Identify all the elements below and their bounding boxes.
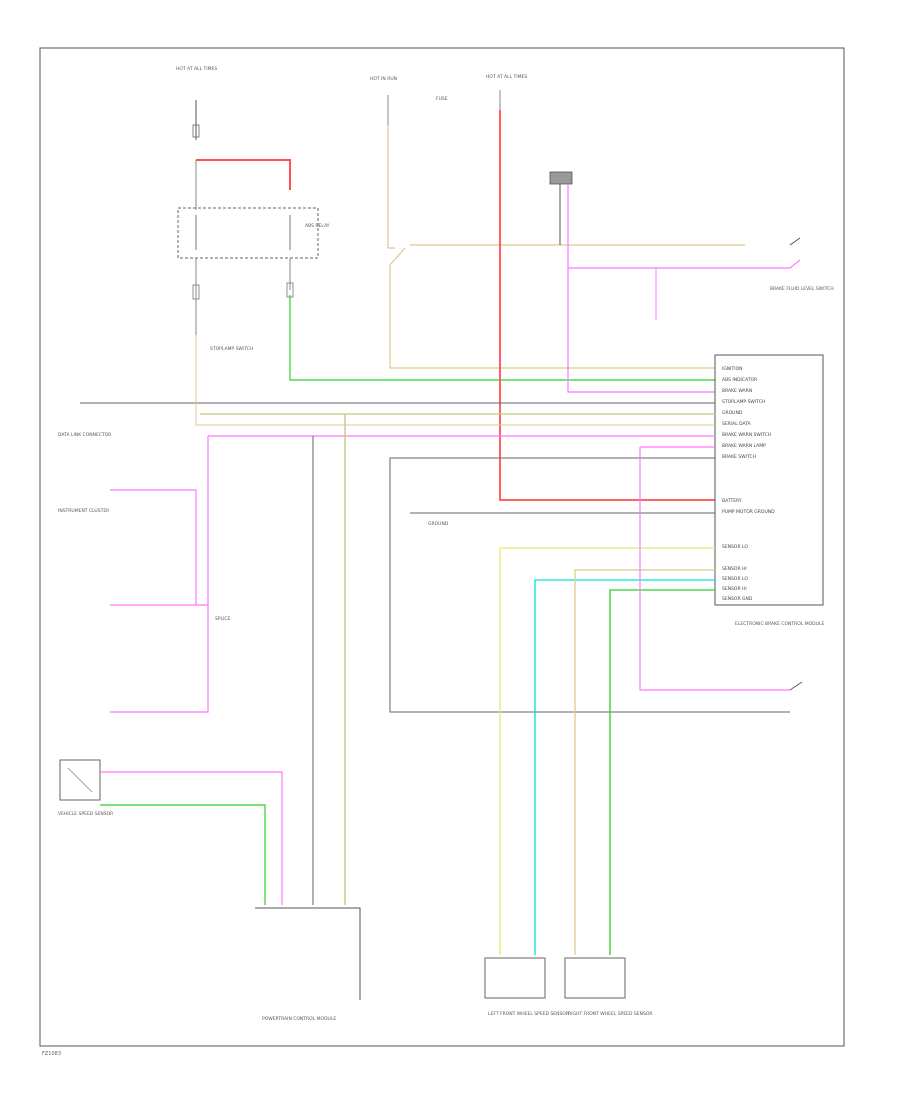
rf-sensor-box	[564, 957, 626, 999]
pin-label: SENSOR LO	[722, 576, 748, 582]
lf-sensor-box	[484, 957, 546, 999]
left-side-section: DATA LINK CONNECTOR INSTRUMENT CLUSTER S…	[58, 432, 231, 713]
top-fuse-label: HOT AT ALL TIMES	[176, 66, 217, 72]
wire-red-battery	[499, 110, 715, 501]
stoplamp-label: STOPLAMP SWITCH	[210, 346, 253, 352]
pin-label: SERIAL DATA	[722, 421, 752, 427]
wire-tan-rf	[574, 569, 715, 955]
pin-label: PUMP MOTOR GROUND	[722, 509, 775, 515]
relay-section: HOT AT ALL TIMES ABS RELAY STOPLAMP SWIT…	[176, 66, 715, 381]
batt-fuse-label: HOT AT ALL TIMES	[486, 74, 527, 80]
bus-tan-2	[195, 335, 715, 426]
wire-pink-brake-sw	[567, 184, 715, 393]
wire-tan-ign-down	[389, 247, 715, 369]
lf-sensor-label: LEFT FRONT WHEEL SPEED SENSOR	[488, 1011, 569, 1017]
data-link-label: DATA LINK CONNECTOR	[58, 432, 111, 438]
wire-green-vss	[100, 804, 266, 905]
pin-label: SENSOR HI	[722, 586, 747, 592]
pin-label: STOPLAMP SWITCH	[722, 399, 765, 405]
warn-switch-contact	[789, 681, 803, 691]
vss-label: VEHICLE SPEED SENSOR	[58, 811, 113, 817]
battery-section: HOT AT ALL TIMES	[486, 74, 715, 501]
connector-relay-l	[192, 284, 200, 300]
ground-label: GROUND	[428, 521, 449, 527]
pin-label: ABS INDICATOR	[722, 377, 757, 383]
pin-label: SENSOR HI	[722, 566, 747, 572]
ign-fuse-label: HOT IN RUN	[370, 76, 397, 82]
rf-sensor-label: RIGHT FRONT WHEEL SPEED SENSOR	[568, 1011, 653, 1017]
pin-label: BRAKE SWITCH	[722, 454, 756, 460]
wire-pink-brake-sw-h	[568, 259, 801, 269]
rf-sensor: RIGHT FRONT WHEEL SPEED SENSOR	[564, 957, 653, 1017]
cluster-label: INSTRUMENT CLUSTER	[58, 508, 109, 514]
wire-cyan-lf	[534, 579, 715, 955]
pin-label: BRAKE WARN LAMP	[722, 443, 766, 449]
fuse-symbol-left	[192, 124, 200, 138]
pin-label: SENSOR GND	[722, 596, 753, 602]
brake-switch-section: BRAKE FLUID LEVEL SWITCH	[549, 171, 834, 393]
vss-section: VEHICLE SPEED SENSOR	[58, 759, 283, 905]
wheel-sensor-wires	[499, 547, 715, 955]
switch-contact-top	[789, 237, 801, 246]
brake-fluid-label: BRAKE FLUID LEVEL SWITCH	[770, 286, 834, 292]
pin-label: SENSOR LO	[722, 544, 748, 550]
diagram-frame	[39, 47, 845, 1047]
relay-box	[177, 207, 319, 259]
ebcm-pins: IGNITION ABS INDICATOR BRAKE WARN STOPLA…	[722, 366, 775, 602]
pin-label: IGNITION	[722, 366, 743, 372]
ign-note-label: FUSE	[436, 96, 448, 102]
wire-green-rf	[609, 589, 715, 955]
footer-code: FZ1083	[42, 1051, 61, 1057]
wire-pink-vss	[100, 771, 283, 905]
wire-green-relay	[289, 295, 715, 381]
pin-label: BRAKE WARN	[722, 388, 752, 394]
vss-box	[59, 759, 101, 801]
ignition-section: HOT IN RUN FUSE	[370, 76, 745, 369]
wire-tan-ign	[387, 125, 395, 249]
lf-sensor: LEFT FRONT WHEEL SPEED SENSOR	[484, 957, 569, 1017]
housing-outline	[389, 457, 745, 713]
ebcm-title: ELECTRONIC BRAKE CONTROL MODULE	[735, 621, 824, 627]
module-bus	[80, 335, 715, 514]
wire-yellow-lf	[499, 547, 715, 955]
pin-label: BRAKE WARN SWITCH	[722, 432, 771, 438]
wire-red-relay	[196, 159, 291, 190]
wire-pink-warn	[639, 447, 790, 691]
wire-pink-left-1	[110, 489, 197, 605]
splice-label: SPLICE	[215, 616, 231, 622]
brake-switch-connector	[549, 171, 573, 185]
pcm-label: POWERTRAIN CONTROL MODULE	[262, 1016, 336, 1022]
inner-housing: GROUND	[389, 457, 745, 713]
pcm-box	[255, 907, 361, 1000]
vss-inner	[67, 767, 93, 793]
ebcm-box	[714, 354, 824, 606]
pcm-drops: POWERTRAIN CONTROL MODULE	[255, 414, 361, 1022]
ebcm-module: ELECTRONIC BRAKE CONTROL MODULE IGNITION…	[714, 354, 824, 627]
wire-pink-left-3	[110, 605, 209, 713]
pin-label: GROUND	[722, 410, 743, 416]
pin-label: BATTERY	[722, 498, 742, 504]
relay-label: ABS RELAY	[305, 223, 330, 229]
wire-pink-left-2	[110, 436, 209, 606]
brake-warn-switch	[639, 447, 803, 713]
